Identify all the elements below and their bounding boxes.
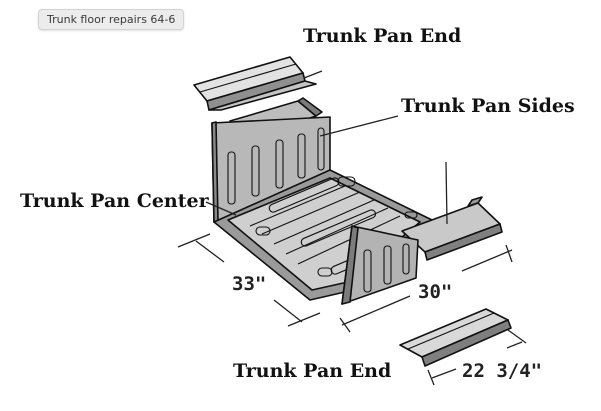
dimension-33-line: [177, 233, 321, 327]
dimension-30-line: [339, 244, 513, 333]
label-trunk-pan-end-bottom: Trunk Pan End: [233, 360, 391, 382]
label-leaders: [205, 70, 448, 225]
label-trunk-pan-center: Trunk Pan Center: [20, 190, 210, 212]
dimension-22-3-4-line: [427, 329, 527, 386]
trunk-pan-side-front: [341, 225, 419, 305]
window-title-tooltip: Trunk floor repairs 64-6: [38, 9, 185, 30]
dimension-30-label: 30": [418, 281, 452, 303]
trunk-pan-end-top-part: [193, 56, 317, 111]
trunk-pan-end-bottom-part: [399, 308, 512, 367]
trunk-pan-side-right: [401, 196, 503, 261]
dimension-22-3-4-label: 22 3/4": [462, 360, 542, 382]
dimension-33-label: 33": [232, 273, 266, 295]
label-trunk-pan-sides: Trunk Pan Sides: [401, 95, 575, 117]
label-trunk-pan-end-top: Trunk Pan End: [303, 25, 461, 47]
